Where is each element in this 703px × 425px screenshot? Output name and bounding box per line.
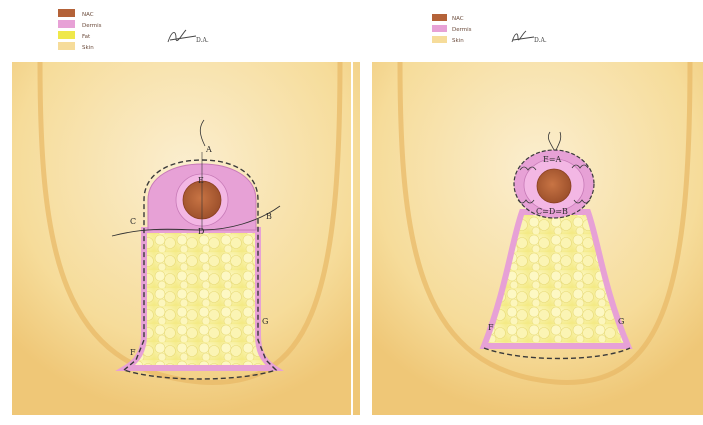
legend-swatch-fat — [58, 31, 75, 39]
label-cbd: C=D=B — [536, 207, 568, 216]
label-f: F — [488, 323, 494, 332]
legend-swatch-skin — [58, 42, 75, 50]
left-fat-pedicle — [126, 230, 274, 368]
legend-label-skin: Skin — [452, 38, 464, 44]
label-g: G — [262, 317, 268, 326]
panel-divider — [351, 0, 353, 425]
label-d: D — [198, 227, 204, 236]
right-panel: NAC Dermis Skin D.A. E=A C=D=B F G — [372, 14, 703, 415]
legend-swatch-nac — [58, 9, 75, 17]
label-g: G — [618, 317, 624, 326]
legend-swatch-nac — [432, 14, 447, 21]
signature-initials: D.A. — [196, 37, 209, 44]
signature-initials: D.A. — [534, 37, 547, 44]
label-f: F — [130, 348, 136, 357]
label-a: A — [205, 145, 212, 154]
legend-swatch-dermis — [432, 25, 447, 32]
legend-label-nac: NAC — [452, 16, 464, 22]
right-legend: NAC Dermis Skin — [432, 14, 472, 44]
legend-swatch-dermis — [58, 20, 75, 28]
label-b: B — [266, 212, 272, 221]
right-nac — [537, 169, 571, 203]
label-ea: E=A — [543, 155, 562, 164]
signature-scribble — [512, 31, 534, 42]
left-panel: NAC Dermis Fat Skin D.A. A E C D B F — [0, 0, 360, 425]
legend-label-fat: Fat — [82, 34, 91, 40]
label-c: C — [130, 217, 136, 226]
legend-label-dermis: Dermis — [452, 27, 472, 33]
legend-swatch-skin — [432, 36, 447, 43]
right-signature: D.A. — [512, 31, 547, 44]
legend-label-dermis: Dermis — [82, 23, 102, 29]
legend-label-skin: Skin — [82, 45, 94, 51]
legend-label-nac: NAC — [82, 12, 94, 18]
label-e: E — [198, 176, 204, 185]
